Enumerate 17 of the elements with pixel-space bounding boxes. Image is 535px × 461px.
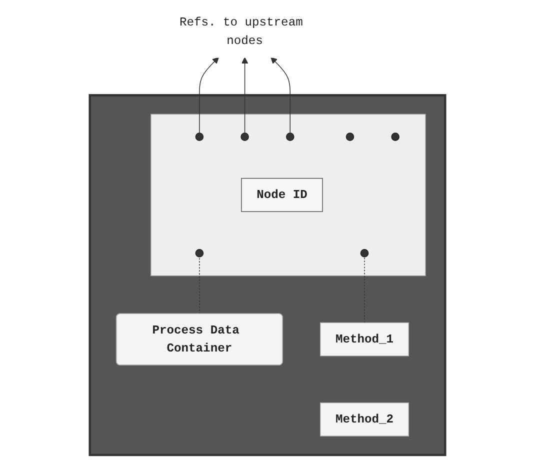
arrow bbox=[199, 57, 219, 134]
node-box: Method_2 bbox=[320, 402, 410, 436]
node-circle bbox=[360, 249, 369, 258]
node-text: Refs. to upstream nodes bbox=[179, 16, 303, 48]
cluster bbox=[88, 94, 446, 456]
node-circle bbox=[195, 249, 204, 258]
arrow bbox=[270, 57, 290, 134]
node-circle bbox=[346, 132, 354, 141]
node-circle bbox=[391, 132, 400, 141]
node-circle bbox=[286, 132, 294, 141]
connector bbox=[199, 256, 200, 314]
node-circle bbox=[240, 132, 249, 141]
node-box: Method_1 bbox=[320, 322, 410, 356]
arrow bbox=[241, 57, 248, 134]
node-box: Node ID bbox=[241, 178, 323, 212]
cluster bbox=[150, 114, 426, 276]
node-circle bbox=[195, 132, 204, 141]
